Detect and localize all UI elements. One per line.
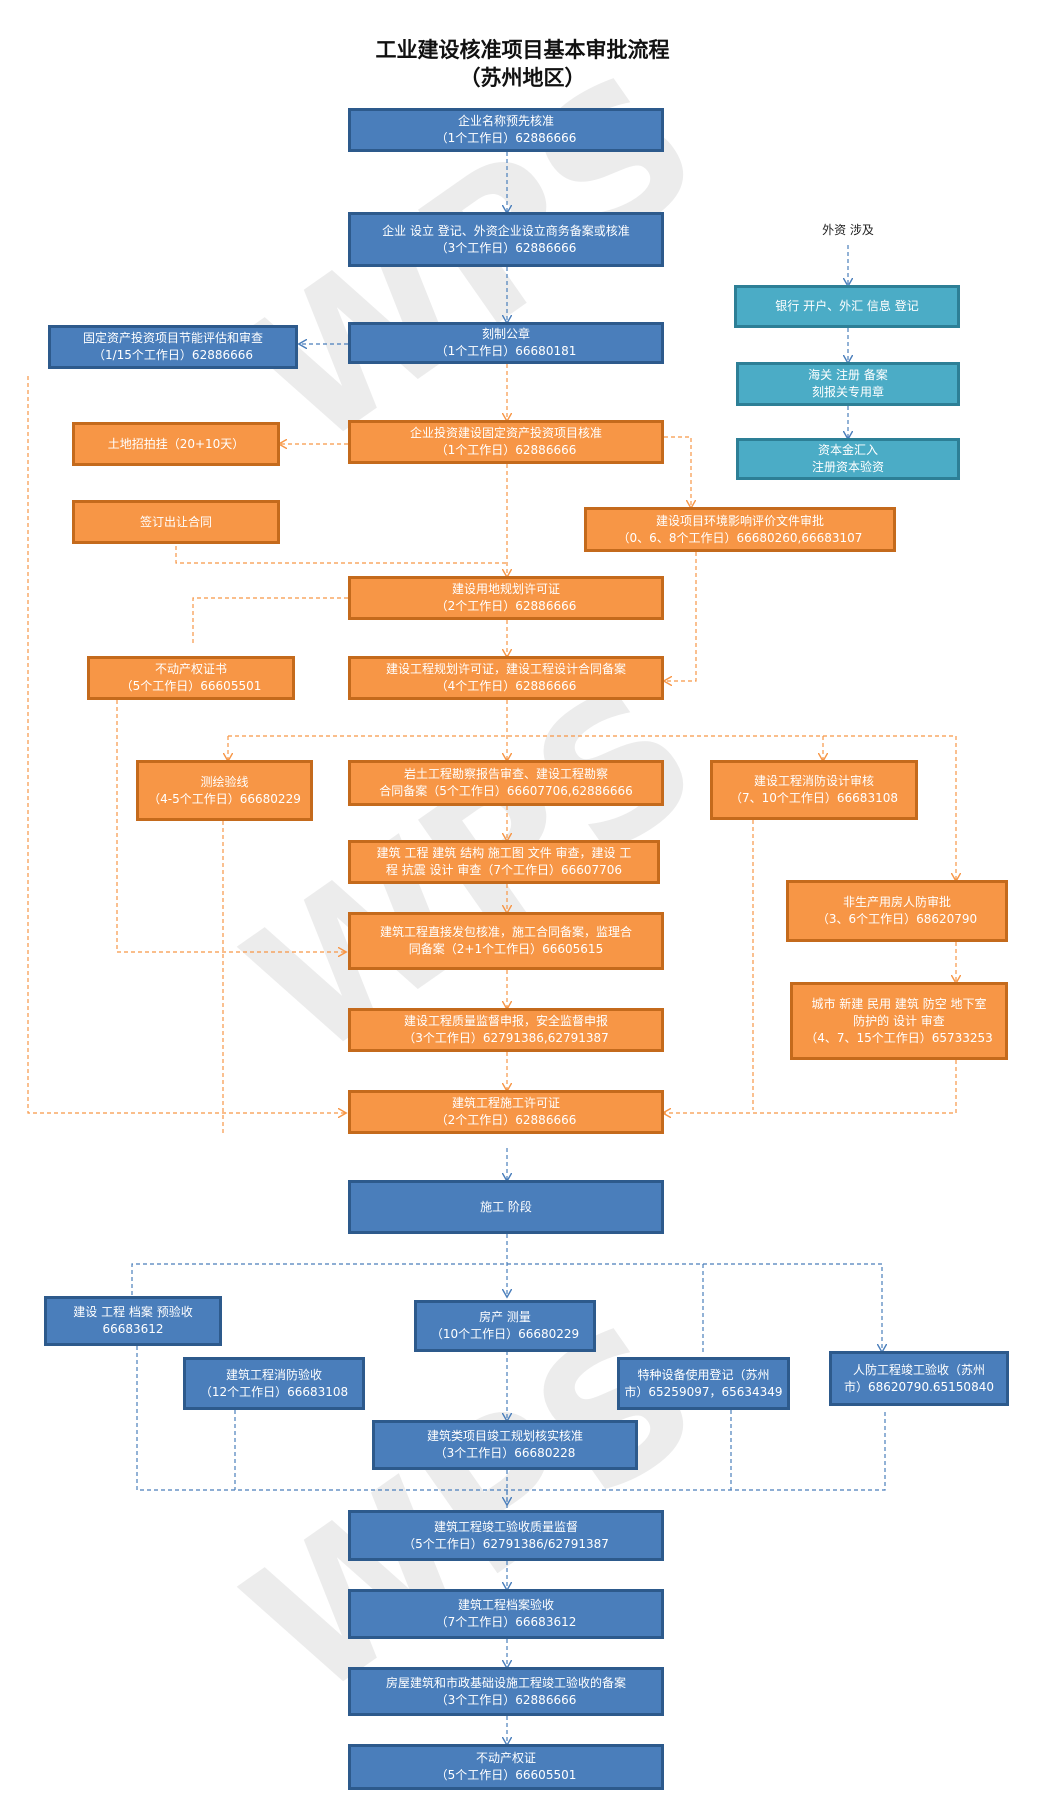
node-property-survey: 房产 测量（10个工作日）66680229 bbox=[414, 1300, 596, 1352]
node-completion-filing: 房屋建筑和市政基础设施工程竣工验收的备案（3个工作日）62886666 bbox=[348, 1667, 664, 1716]
node-bank-account: 银行 开户、外汇 信息 登记 bbox=[734, 285, 960, 328]
page-title: 工业建设核准项目基本审批流程 bbox=[375, 38, 670, 62]
node-construction-permit: 建筑工程施工许可证（2个工作日）62886666 bbox=[348, 1090, 664, 1134]
node-land-planning-permit: 建设用地规划许可证（2个工作日）62886666 bbox=[348, 576, 664, 620]
node-archive-acceptance: 建筑工程档案验收（7个工作日）66683612 bbox=[348, 1589, 664, 1639]
node-engineering-planning-permit: 建设工程规划许可证，建设工程设计合同备案（4个工作日）62886666 bbox=[348, 656, 664, 700]
node-construction-drawing-review: 建筑 工程 建筑 结构 施工图 文件 审查，建设 工程 抗震 设计 审查（7个工… bbox=[348, 840, 660, 884]
node-capital-verification: 资本金汇入注册资本验资 bbox=[736, 438, 960, 480]
node-civil-air-defense-approval: 非生产用房人防审批（3、6个工作日）68620790 bbox=[786, 880, 1008, 942]
node-transfer-contract: 签订出让合同 bbox=[72, 500, 280, 544]
node-project-approval: 企业投资建设固定资产投资项目核准（1个工作日）62886666 bbox=[348, 420, 664, 464]
node-survey-setting-out: 测绘验线（4-5个工作日）66680229 bbox=[136, 760, 313, 821]
node-special-equipment-registration: 特种设备使用登记（苏州市）65259097，65634349 bbox=[617, 1357, 790, 1410]
node-land-auction: 土地招拍挂（20+10天） bbox=[72, 422, 280, 466]
node-completion-quality-supervision: 建筑工程竣工验收质量监督（5个工作日）62791386/62791387 bbox=[348, 1510, 664, 1561]
label-foreign-involved: 外资 涉及 bbox=[822, 222, 874, 237]
node-environment-assessment: 建设项目环境影响评价文件审批（0、6、8个工作日）66680260,666831… bbox=[584, 507, 896, 552]
node-fire-design-review: 建设工程消防设计审核（7、10个工作日）66683108 bbox=[710, 760, 918, 820]
node-real-estate-certificate: 不动产权证（5个工作日）66605501 bbox=[348, 1744, 664, 1790]
node-property-certificate: 不动产权证书（5个工作日）66605501 bbox=[87, 656, 295, 700]
node-direct-contracting: 建筑工程直接发包核准，施工合同备案，监理合同备案（2+1个工作日）6660561… bbox=[348, 912, 664, 970]
node-geotechnical-review: 岩土工程勘察报告审查、建设工程勘察合同备案（5个工作日）66607706,628… bbox=[348, 760, 664, 806]
node-name-precheck: 企业名称预先核准（1个工作日）62886666 bbox=[348, 108, 664, 152]
node-enterprise-registration: 企业 设立 登记、外资企业设立商务备案或核准（3个工作日）62886666 bbox=[348, 212, 664, 267]
node-planning-verification: 建筑类项目竣工规划核实核准（3个工作日）66680228 bbox=[372, 1420, 638, 1470]
node-energy-assessment: 固定资产投资项目节能评估和审查（1/15个工作日）62886666 bbox=[48, 325, 298, 369]
node-seal-engraving: 刻制公章（1个工作日）66680181 bbox=[348, 322, 664, 364]
node-air-defense-acceptance: 人防工程竣工验收（苏州市）68620790.65150840 bbox=[829, 1351, 1009, 1406]
node-air-defense-basement-review: 城市 新建 民用 建筑 防空 地下室防护的 设计 审查（4、7、15个工作日）6… bbox=[790, 982, 1008, 1060]
node-fire-acceptance: 建筑工程消防验收（12个工作日）66683108 bbox=[183, 1357, 365, 1410]
node-customs-registration: 海关 注册 备案刻报关专用章 bbox=[736, 362, 960, 406]
page-subtitle: （苏州地区） bbox=[459, 66, 586, 90]
node-quality-safety-supervision: 建设工程质量监督申报，安全监督申报（3个工作日）62791386,6279138… bbox=[348, 1008, 664, 1052]
node-construction-phase: 施工 阶段 bbox=[348, 1180, 664, 1234]
